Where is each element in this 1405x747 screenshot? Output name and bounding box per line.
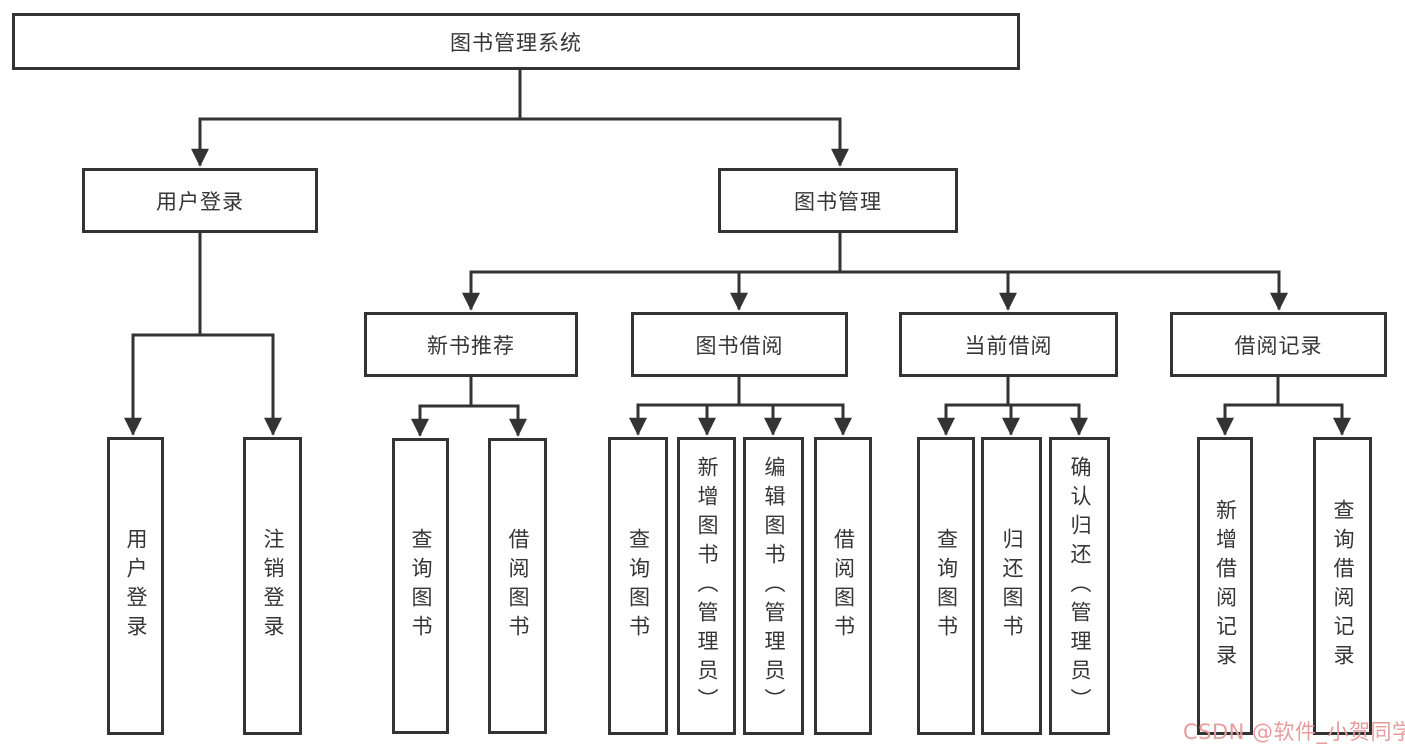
node-book-mgmt-label: 图书管理 xyxy=(794,189,882,214)
node-nb-borrow-label: 借阅图书 xyxy=(506,528,530,644)
node-bb-borrow: 借阅图书 xyxy=(814,437,872,735)
node-logout-label: 注销登录 xyxy=(261,528,285,644)
node-bb-query-label: 查询图书 xyxy=(626,528,651,644)
csdn-watermark: CSDN @软件_小贺同学 xyxy=(1183,720,1405,744)
node-user-login-group: 用户登录 xyxy=(82,168,318,233)
node-bb-edit-label: 编辑图书（管理员） xyxy=(762,455,786,717)
node-logout: 注销登录 xyxy=(243,437,302,735)
node-current-borrow-label: 当前借阅 xyxy=(964,333,1053,358)
node-br-add: 新增借阅记录 xyxy=(1197,437,1253,735)
node-bb-borrow-label: 借阅图书 xyxy=(831,528,856,644)
node-user-login-group-label: 用户登录 xyxy=(156,189,244,214)
node-new-book-label: 新书推荐 xyxy=(427,333,515,358)
node-system: 图书管理系统 xyxy=(12,13,1020,70)
node-bb-query: 查询图书 xyxy=(608,437,668,735)
node-current-borrow: 当前借阅 xyxy=(899,312,1118,377)
node-system-label: 图书管理系统 xyxy=(450,30,582,55)
node-nb-borrow: 借阅图书 xyxy=(488,438,547,734)
node-bb-add: 新增图书（管理员） xyxy=(677,437,736,735)
node-nb-query: 查询图书 xyxy=(392,438,449,734)
node-book-borrow-label: 图书借阅 xyxy=(695,333,784,358)
node-br-add-label: 新增借阅记录 xyxy=(1213,499,1238,673)
node-cb-return: 归还图书 xyxy=(981,437,1042,735)
node-cb-query-label: 查询图书 xyxy=(934,528,959,644)
node-br-query: 查询借阅记录 xyxy=(1313,437,1372,735)
node-cb-confirm-label: 确认归还（管理员） xyxy=(1068,455,1092,717)
node-user-login-label: 用户登录 xyxy=(124,528,148,644)
node-bb-add-label: 新增图书（管理员） xyxy=(695,455,719,717)
node-borrow-record-label: 借阅记录 xyxy=(1234,333,1323,358)
node-borrow-record: 借阅记录 xyxy=(1170,312,1387,377)
node-book-mgmt: 图书管理 xyxy=(718,168,958,233)
node-bb-edit: 编辑图书（管理员） xyxy=(743,437,804,735)
node-user-login: 用户登录 xyxy=(107,437,164,735)
node-cb-confirm: 确认归还（管理员） xyxy=(1049,437,1110,735)
node-book-borrow: 图书借阅 xyxy=(631,312,848,377)
node-br-query-label: 查询借阅记录 xyxy=(1331,499,1355,673)
node-nb-query-label: 查询图书 xyxy=(409,528,433,644)
node-cb-query: 查询图书 xyxy=(917,437,975,735)
node-new-book: 新书推荐 xyxy=(364,312,578,377)
node-cb-return-label: 归还图书 xyxy=(1000,528,1024,644)
